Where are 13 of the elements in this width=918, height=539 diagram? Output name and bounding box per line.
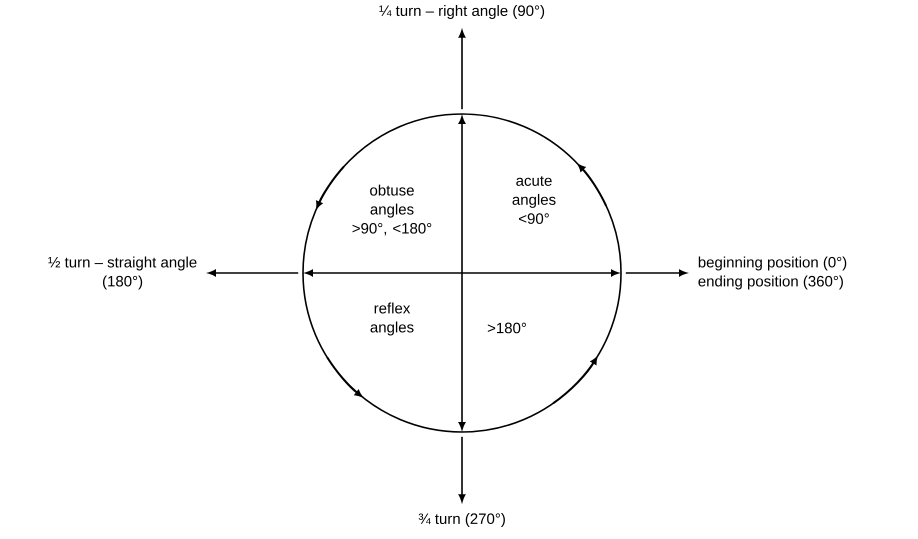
arrow [208,270,298,276]
circle [302,113,622,433]
angle-label: >180° [488,322,526,334]
direction-label: ¾ turn (270°) [418,513,505,527]
direction-label: beginning position (0°) ending position (360°) [698,256,846,290]
direction-label: ¼ turn – right angle (90°) [379,5,544,19]
direction-label: ½ turn – straight angle (180°) [48,256,196,290]
arrow [458,30,466,110]
angle-label: acute angles <90° [512,176,556,224]
arrow [626,270,687,276]
angle-label: reflex angles [370,302,414,336]
angle-label: obtuse angles >90°, <180° [352,184,432,236]
arrow [458,436,466,502]
